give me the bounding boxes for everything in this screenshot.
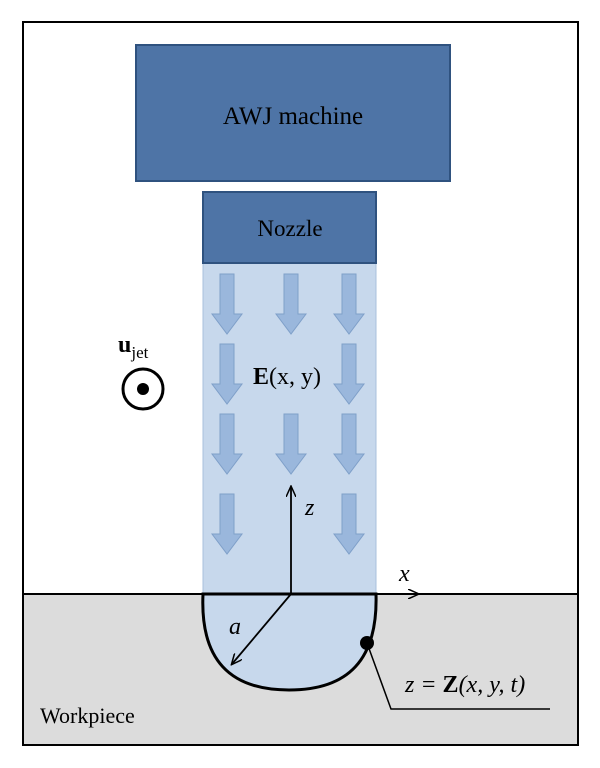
surface-args: (x, y, t) — [459, 672, 526, 698]
awj-machine-box — [135, 44, 451, 182]
jet-flow-arrow — [275, 413, 307, 475]
workpiece-label: Workpiece — [40, 703, 135, 728]
nozzle-box — [202, 191, 377, 264]
cut-kerf — [201, 592, 378, 692]
jet-flow-arrow — [211, 343, 243, 405]
jet-flow-arrow — [211, 273, 243, 335]
velocity-subscript: jet — [130, 343, 148, 362]
surface-leader-line — [366, 642, 550, 710]
jet-flow-arrow — [333, 493, 365, 555]
energy-symbol: E — [253, 364, 269, 390]
energy-args: (x, y) — [269, 364, 321, 390]
velocity-symbol: u — [118, 332, 131, 358]
jet-flow-arrow — [333, 343, 365, 405]
out-of-plane-dot-icon — [121, 367, 165, 411]
velocity-label: ujet — [118, 332, 149, 362]
energy-label: E(x, y) — [253, 364, 321, 390]
radius-line — [232, 593, 292, 664]
jet-flow-arrows — [211, 273, 365, 555]
jet-flow-arrow — [211, 493, 243, 555]
surface-prefix: z = — [404, 672, 443, 698]
surface-symbol: Z — [443, 672, 459, 698]
jet-flow-arrow — [333, 273, 365, 335]
radius-label: a — [229, 614, 241, 640]
jet-flow-arrow — [211, 413, 243, 475]
jet-flow-arrow — [275, 273, 307, 335]
z-axis-label: z — [304, 495, 315, 521]
jet-flow-arrow — [333, 413, 365, 475]
nozzle-label: Nozzle — [257, 216, 322, 241]
x-axis-label: x — [398, 561, 410, 587]
awj-machine-label: AWJ machine — [223, 103, 363, 130]
surface-label: z = Z(x, y, t) — [404, 672, 525, 698]
